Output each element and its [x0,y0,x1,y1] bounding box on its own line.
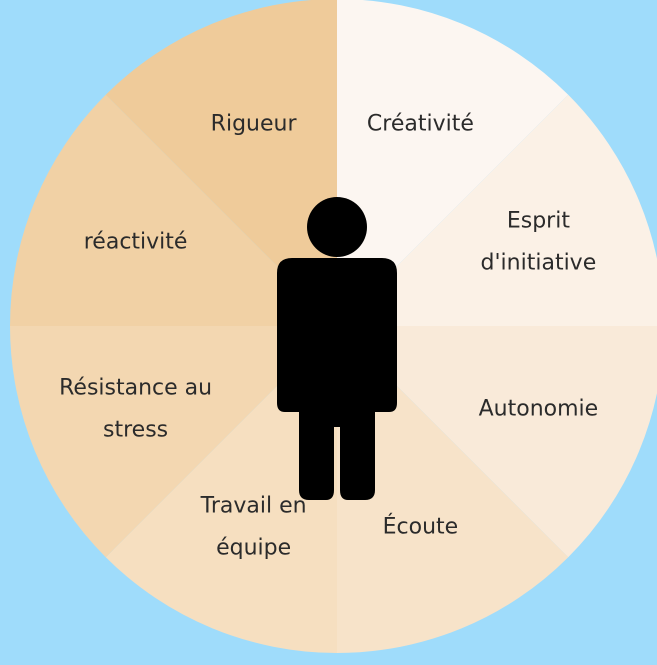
segment-label: Rigueur [211,112,298,137]
segment-label: Écoute [383,513,459,539]
wheel-segment [10,94,337,326]
wheel-segment [337,326,657,558]
segment-label: Autonomie [479,396,599,421]
wheel-segment [337,94,657,326]
wheel-segment [337,0,569,326]
segment-label: d'initiative [481,251,597,276]
person-icon [277,197,397,500]
segment-label: stress [103,417,168,442]
segment-label: Esprit [507,209,570,234]
wheel-segment [10,326,337,558]
segment-label: réactivité [84,230,188,255]
segment-label: Résistance au [59,375,212,400]
segment-label: Créativité [367,112,474,137]
segment-label: Travail en [200,493,307,518]
segment-label: équipe [216,535,291,560]
wheel-segment [105,0,337,326]
